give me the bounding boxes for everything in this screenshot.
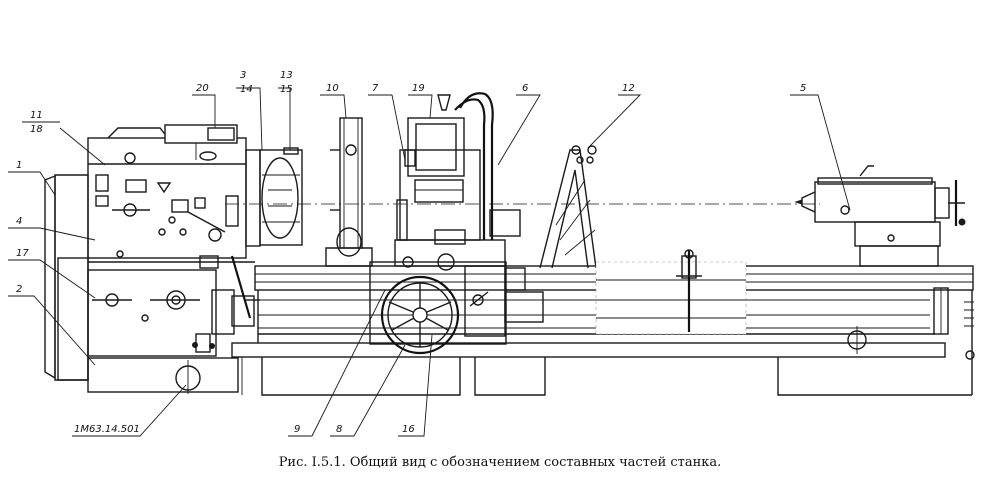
callout-labels: 11 18 1 4 17 2 20 3 14 13 15 10 7 19 6 1… (16, 70, 806, 435)
callout-13: 13 (280, 70, 293, 81)
carriage-apron (369, 92, 544, 355)
leader-lines (8, 87, 851, 437)
steady-rest (325, 117, 373, 267)
callout-8: 8 (336, 424, 342, 435)
callout-4: 4 (16, 216, 22, 227)
callout-11: 11 (30, 110, 43, 121)
callout-6: 6 (522, 83, 528, 94)
drawing-code: 1М63.14.501 (74, 424, 140, 435)
headstock (44, 124, 303, 381)
callout-18: 18 (30, 124, 43, 135)
rear-bracket (539, 145, 597, 269)
tailstock (794, 165, 966, 267)
sliding-guard (595, 249, 747, 335)
callout-16: 16 (402, 424, 415, 435)
callout-15: 15 (280, 84, 293, 95)
feed-gearbox (57, 255, 260, 394)
callout-14: 14 (240, 84, 253, 95)
callout-7: 7 (372, 83, 379, 94)
callout-10: 10 (326, 83, 339, 94)
callout-5: 5 (800, 83, 806, 94)
callout-19: 19 (412, 83, 425, 94)
figure-caption: Рис. I.5.1. Общий вид с обозначением сос… (278, 455, 722, 470)
callout-12: 12 (622, 83, 635, 94)
callout-17: 17 (16, 248, 29, 259)
callout-2: 2 (16, 284, 22, 295)
callout-20: 20 (196, 83, 209, 94)
callout-3: 3 (240, 70, 246, 81)
callout-1: 1 (16, 160, 22, 171)
callout-9: 9 (294, 424, 300, 435)
